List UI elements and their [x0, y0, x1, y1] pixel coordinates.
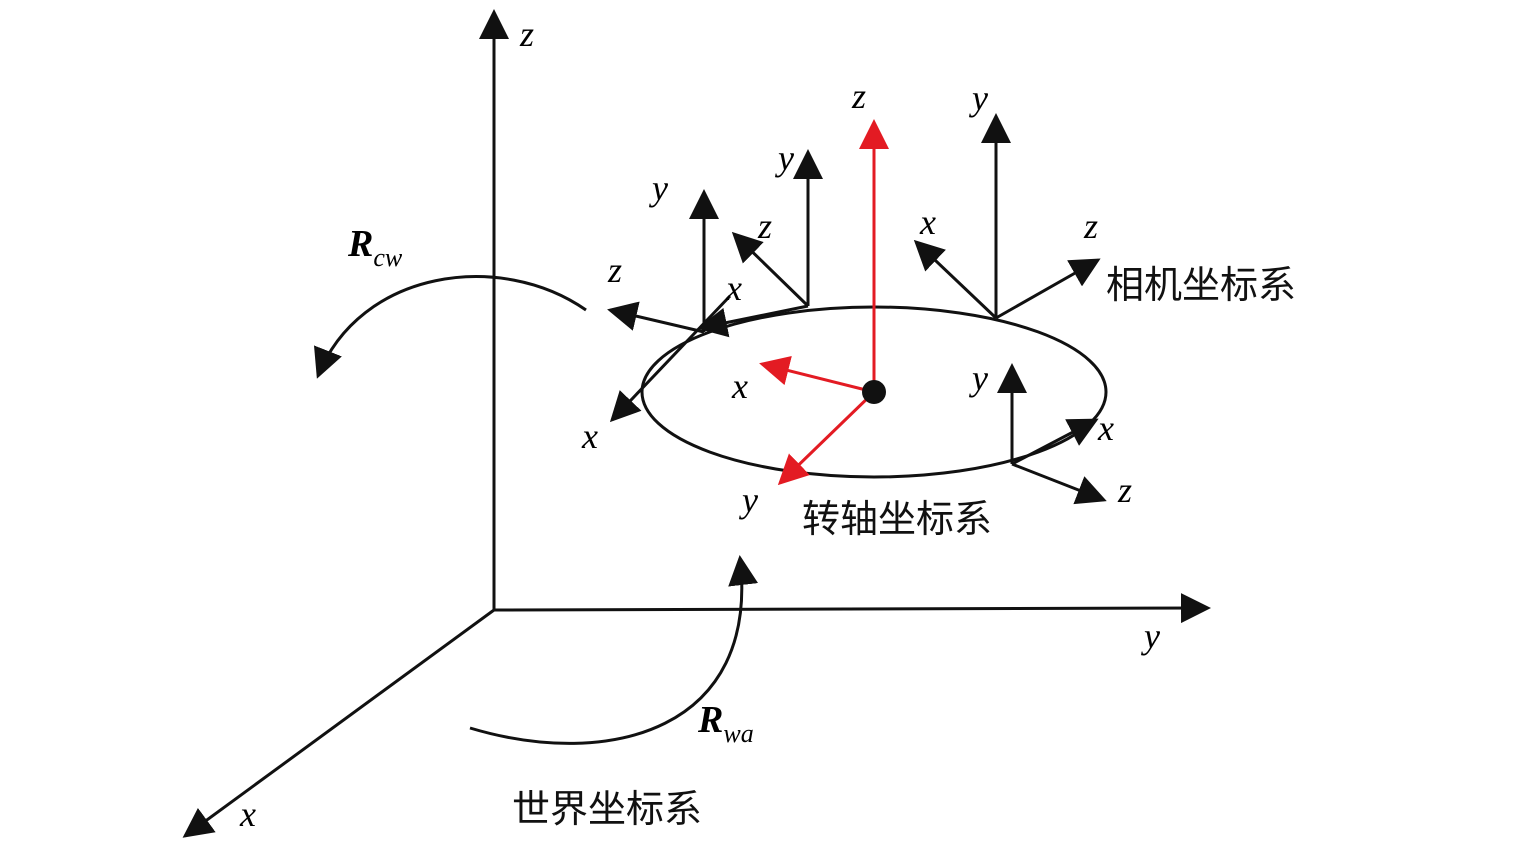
world-frame: z y x [182, 9, 1211, 838]
camera-2-y-label: y [775, 138, 794, 178]
camera-3-y-label: y [969, 78, 988, 118]
rotation-cw-sub: cw [373, 243, 403, 272]
rotation-cw-label: Rcw [347, 223, 403, 272]
camera-3-x-label: x [919, 202, 936, 242]
camera-frame-label: 相机坐标系 [1106, 263, 1296, 307]
camera-3-x-axis [913, 239, 998, 320]
world-z-label: z [519, 14, 534, 54]
rotation-cw: Rcw [314, 223, 587, 379]
camera-2-z-axis [731, 231, 810, 308]
axis-frame: z x y [731, 76, 889, 520]
camera-2-z-label: z [757, 206, 772, 246]
rotation-wa-arrow [469, 555, 758, 745]
camera-4-x-label: x [1097, 408, 1114, 448]
rotation-cw-arrow [314, 275, 587, 379]
rotation-wa: Rwa [469, 555, 758, 748]
camera-1-z-axis [607, 301, 705, 334]
camera-3-z-label: z [1083, 206, 1098, 246]
camera-4-z-label: z [1117, 470, 1132, 510]
camera-frame-1: y z x [581, 168, 732, 456]
world-frame-label: 世界坐标系 [512, 787, 702, 831]
camera-1-y-label: y [649, 168, 668, 208]
camera-4-y-label: y [969, 358, 988, 398]
camera-frame-4: y x z [969, 358, 1132, 510]
world-x-axis [182, 608, 495, 838]
camera-4-z-axis [1011, 462, 1107, 505]
rotation-wa-sub: wa [723, 719, 753, 748]
rotation-cw-main: R [347, 223, 373, 265]
rotation-wa-main: R [697, 699, 723, 741]
world-y-axis [493, 593, 1211, 624]
axis-frame-x-label: x [731, 366, 748, 406]
world-x-label: x [239, 794, 256, 834]
axis-frame-y-axis [777, 390, 876, 486]
axis-frame-y-label: y [739, 480, 758, 520]
camera-3-z-axis [995, 258, 1101, 320]
camera-2-x-label: x [725, 268, 742, 308]
camera-1-x-label: x [581, 416, 598, 456]
rotation-wa-label: Rwa [697, 699, 754, 748]
axis-frame-z-label: z [851, 76, 866, 116]
camera-1-z-label: z [607, 250, 622, 290]
axis-frame-origin [862, 380, 886, 404]
camera-frame-2: y z x [697, 138, 823, 338]
camera-frame-3: y x z [913, 78, 1101, 320]
axis-frame-label: 转轴坐标系 [802, 497, 992, 541]
camera-2-x-axis [697, 304, 809, 338]
camera-4-x-axis [1011, 418, 1099, 466]
axis-frame-x-axis [759, 355, 875, 394]
world-y-label: y [1141, 616, 1160, 656]
